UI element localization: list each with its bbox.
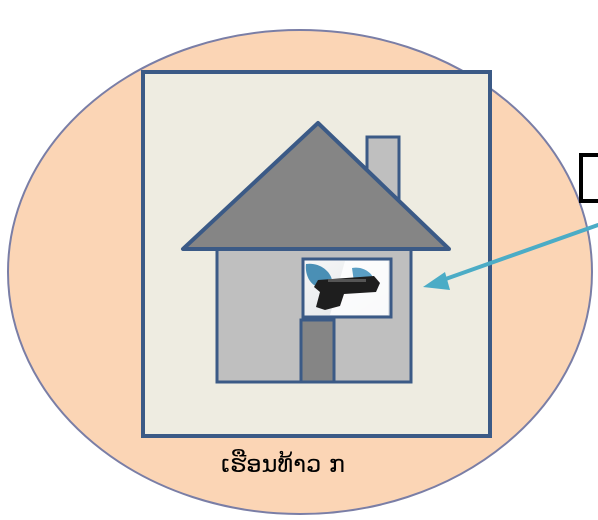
label-box-partial [581,155,598,201]
house-door [301,320,334,382]
pistol-slide-highlight [328,279,366,282]
house-caption: ເຮືອນທ້າວ ກ [221,450,381,478]
gun-icon [303,259,391,317]
